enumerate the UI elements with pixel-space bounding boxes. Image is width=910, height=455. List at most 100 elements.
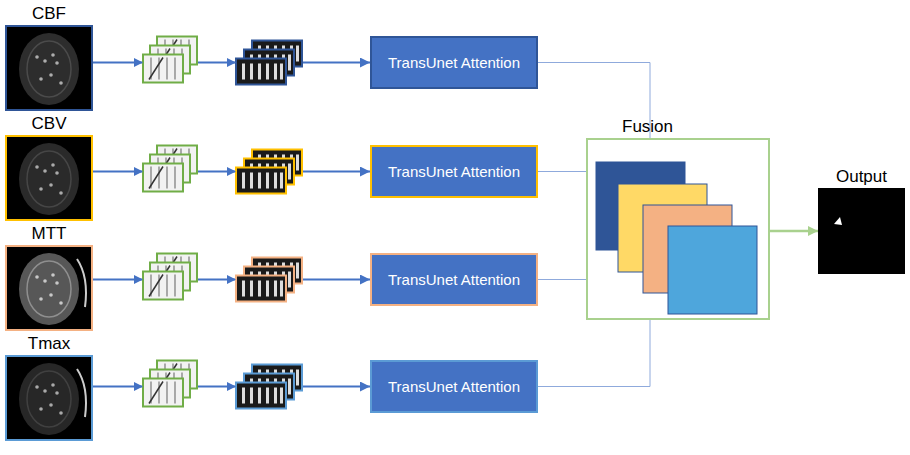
patch-stripe <box>158 167 159 189</box>
arrow-head <box>227 275 236 284</box>
bright-spot <box>49 293 53 297</box>
token-patch <box>236 59 286 85</box>
token-patch <box>236 383 286 409</box>
patch-stack <box>143 146 197 192</box>
bright-spot <box>49 403 53 407</box>
box-label: TransUnet Attention <box>388 377 520 397</box>
token-bar <box>258 64 261 80</box>
token-bar <box>266 388 269 404</box>
token-bar <box>250 281 253 297</box>
arrow-head <box>134 167 143 176</box>
image-patch <box>143 272 183 300</box>
bright-spot <box>43 169 47 173</box>
node-heading: CBV <box>7 115 91 132</box>
bright-spot <box>39 297 43 301</box>
perfusion-map: CBF <box>5 25 93 111</box>
token-patch <box>236 168 286 194</box>
token-bar <box>288 55 291 71</box>
scan-image <box>7 357 91 439</box>
token-bar <box>296 263 299 279</box>
arrow-head <box>227 167 236 176</box>
token-bar <box>250 388 253 404</box>
bright-spot <box>59 301 63 305</box>
lesion-mask <box>834 217 842 225</box>
bright-spot <box>35 55 39 59</box>
scan-image <box>7 137 91 219</box>
connector <box>538 171 586 172</box>
bright-spot <box>55 281 59 285</box>
token-bar <box>266 281 269 297</box>
patch-stripe <box>149 275 163 297</box>
process-box: TransUnet Attention <box>370 36 538 89</box>
brain-texture <box>27 371 71 427</box>
perfusion-map: MTT <box>5 245 93 331</box>
feature-maps <box>588 140 768 318</box>
connector <box>538 279 586 280</box>
brain-shape <box>19 33 79 105</box>
token-bar <box>274 281 277 297</box>
bright-spot <box>35 275 39 279</box>
patch-stripe <box>174 275 175 297</box>
token-stack <box>236 258 302 302</box>
token-bar <box>280 281 283 297</box>
bright-spot <box>43 389 47 393</box>
brain-shape <box>19 143 79 215</box>
patch-stripe <box>149 167 163 189</box>
bright-spot <box>59 191 63 195</box>
brain-texture <box>27 151 71 207</box>
token-bar <box>274 64 277 80</box>
token-stack <box>236 150 302 194</box>
token-bar <box>250 64 253 80</box>
image-patch <box>143 164 183 192</box>
patch-stripe <box>166 58 167 80</box>
node-heading: CBF <box>7 5 91 22</box>
patch-stack <box>143 37 197 83</box>
node-heading: Fusion <box>622 118 673 135</box>
skull-edge <box>77 259 86 307</box>
bright-spot <box>49 73 53 77</box>
scan-image <box>7 27 91 109</box>
token-bar <box>242 388 245 404</box>
token-bar <box>250 173 253 189</box>
arrow-head <box>134 275 143 284</box>
patch-stripe <box>166 275 167 297</box>
bright-spot <box>51 163 55 167</box>
patch-stripe <box>158 382 159 404</box>
token-bar <box>296 155 299 171</box>
token-bar <box>288 164 291 180</box>
token-bar <box>296 370 299 386</box>
token-bar <box>288 272 291 288</box>
image-patch <box>143 55 183 83</box>
bright-spot <box>43 279 47 283</box>
perfusion-map: Tmax <box>5 355 93 441</box>
bright-spot <box>43 59 47 63</box>
node-heading: Tmax <box>7 335 91 352</box>
bright-spot <box>35 385 39 389</box>
token-stack <box>236 365 302 409</box>
bright-spot <box>59 81 63 85</box>
bright-spot <box>39 187 43 191</box>
token-bar <box>258 173 261 189</box>
token-bar <box>280 388 283 404</box>
arrow-head <box>227 58 236 67</box>
process-box: TransUnet Attention <box>370 253 538 306</box>
process-box: TransUnet Attention <box>370 145 538 198</box>
patch-stripe <box>174 58 175 80</box>
token-bar <box>274 173 277 189</box>
arrow-head <box>134 58 143 67</box>
scan-image <box>820 190 903 272</box>
token-bar <box>266 64 269 80</box>
brain-texture <box>27 261 71 317</box>
patch-stripe <box>149 58 163 80</box>
token-bar <box>242 281 245 297</box>
node-heading: MTT <box>7 225 91 242</box>
token-bar <box>266 173 269 189</box>
perfusion-map: CBV <box>5 135 93 221</box>
process-box: TransUnet Attention <box>370 360 538 413</box>
node-heading: Output <box>820 168 903 185</box>
brain-shape <box>19 253 79 325</box>
token-patch <box>236 276 286 302</box>
connector <box>538 320 650 387</box>
bright-spot <box>55 391 59 395</box>
token-bar <box>258 281 261 297</box>
